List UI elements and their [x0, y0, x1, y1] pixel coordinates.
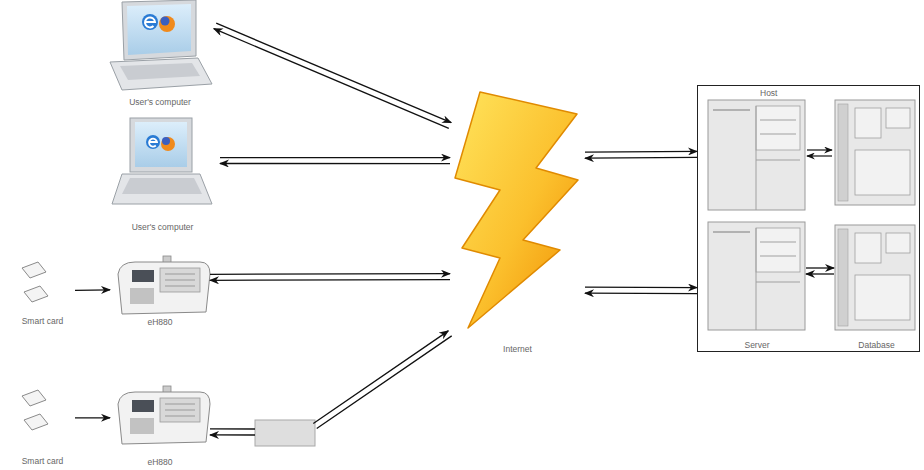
- arrow-line: [216, 23, 451, 123]
- arrow-line: [585, 287, 697, 289]
- connector: [214, 23, 451, 128]
- arrow-line: [807, 149, 832, 150]
- connector: [585, 287, 697, 293]
- modem-box: [255, 420, 315, 446]
- database-node: Database: [834, 224, 919, 351]
- connector: [75, 289, 110, 291]
- lightning-bolt: [455, 92, 578, 328]
- connector: [210, 274, 450, 281]
- arrow-line: [210, 279, 450, 281]
- smart-card-node: Smart card: [10, 385, 75, 467]
- node-label: Smart card: [22, 317, 64, 327]
- node-label: Internet: [503, 345, 532, 355]
- arrow-line: [220, 157, 450, 158]
- terminal-node: eH880: [110, 250, 210, 328]
- server-node: Server: [708, 223, 806, 351]
- node-label: Host: [760, 89, 777, 99]
- arrow-line: [75, 417, 110, 418]
- node-label: Database: [858, 341, 894, 351]
- arrow-line: [210, 273, 450, 275]
- arrow-line: [220, 163, 450, 164]
- connector: [210, 331, 452, 435]
- database-icon: [835, 225, 915, 330]
- connector: [75, 417, 110, 418]
- arrow-line: [807, 155, 832, 156]
- smart-card-node: Smart card: [10, 255, 75, 327]
- server-icon: [708, 222, 805, 330]
- node-label: eH880: [147, 458, 172, 468]
- arrow-line: [210, 331, 448, 429]
- terminal-node: eH880: [110, 380, 210, 468]
- computer-node: User's computer: [105, 118, 220, 233]
- internet-node: Internet: [450, 85, 585, 355]
- smart-card-icon: [22, 262, 48, 302]
- connector: [806, 268, 834, 274]
- arrow-line: [214, 29, 449, 129]
- terminal-device: [118, 256, 210, 314]
- database-icon: [835, 100, 915, 205]
- arrow-line: [585, 293, 697, 295]
- arrow-line: [806, 267, 834, 268]
- node-label: User's computer: [132, 223, 194, 233]
- computer-node: User's computer: [105, 0, 215, 108]
- host-box: HostServer Database: [697, 85, 920, 352]
- laptop-icon: [110, 0, 212, 90]
- arrow-line: [210, 336, 452, 435]
- arrow-line: [75, 289, 110, 291]
- arrow-line: [585, 151, 697, 153]
- terminal-device: [118, 386, 210, 444]
- node-label: User's computer: [129, 98, 191, 108]
- smart-card-icon: [22, 390, 48, 430]
- laptop-icon: [112, 118, 212, 204]
- node-label: eH880: [147, 318, 172, 328]
- connector: [220, 158, 450, 164]
- arrow-line: [806, 273, 834, 274]
- arrow-line: [585, 157, 697, 159]
- connector: [585, 151, 697, 158]
- node-label: Server: [744, 341, 769, 351]
- server-icon: [708, 100, 805, 210]
- node-label: Smart card: [22, 457, 64, 467]
